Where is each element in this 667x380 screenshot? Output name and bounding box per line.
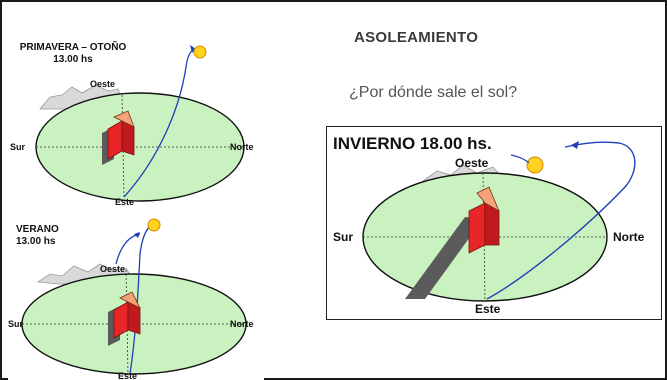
summer-season: VERANO [16,224,59,235]
house-roof [119,291,141,309]
sun-path-arrow [190,45,196,53]
spring-autumn-time: 13.00 hs [53,54,93,65]
spring-autumn-season: PRIMAVERA – OTOÑO [19,42,127,53]
label-north: Norte [613,230,645,244]
label-west: Oeste [100,264,125,274]
label-south: Sur [8,319,24,329]
label-south: Sur [10,142,26,152]
label-east: Este [475,302,501,316]
slide-title: ASOLEAMIENTO [354,29,479,46]
summer-label: VERANO 13.00 hs [12,220,104,254]
house-shadow [405,217,483,299]
house-front [468,202,486,254]
east-west-axis [121,94,125,198]
diagram-winter: INVIERNO 18.00 hs. Oeste Sur Norte Este [326,126,662,320]
diagram-summer: Oeste Sur Norte Este [8,214,264,380]
sun-path-end [510,154,530,164]
label-west: Oeste [90,79,115,89]
house-roof [113,110,135,128]
sun-path-arrow [134,232,140,238]
spring-autumn-svg: Oeste Sur Norte Este [10,45,254,207]
label-south: Sur [333,230,353,244]
sun-path [129,225,151,375]
label-east: Este [115,197,134,207]
sun [526,156,544,174]
label-east: Este [118,371,137,380]
summer-time: 13.00 hs [16,236,56,247]
slide-question: ¿Por dónde sale el sol? [349,84,518,101]
sun-path-return [115,233,141,265]
sun [147,218,161,232]
winter-title: INVIERNO 18.00 hs. [333,134,492,153]
sun-path-arrow [571,141,579,149]
label-north: Norte [230,319,254,329]
label-west: Oeste [455,156,489,170]
diagram-spring-autumn: Oeste Sur Norte Este [10,37,264,207]
label-north: Norte [230,142,254,152]
spring-autumn-label: PRIMAVERA – OTOÑO 13.00 hs [12,42,134,68]
sun [193,45,207,59]
winter-svg: INVIERNO 18.00 hs. Oeste Sur Norte Este [333,134,645,316]
house-roof [476,186,500,212]
summer-svg: Oeste Sur Norte Este [8,218,254,380]
sun-path [486,141,636,300]
